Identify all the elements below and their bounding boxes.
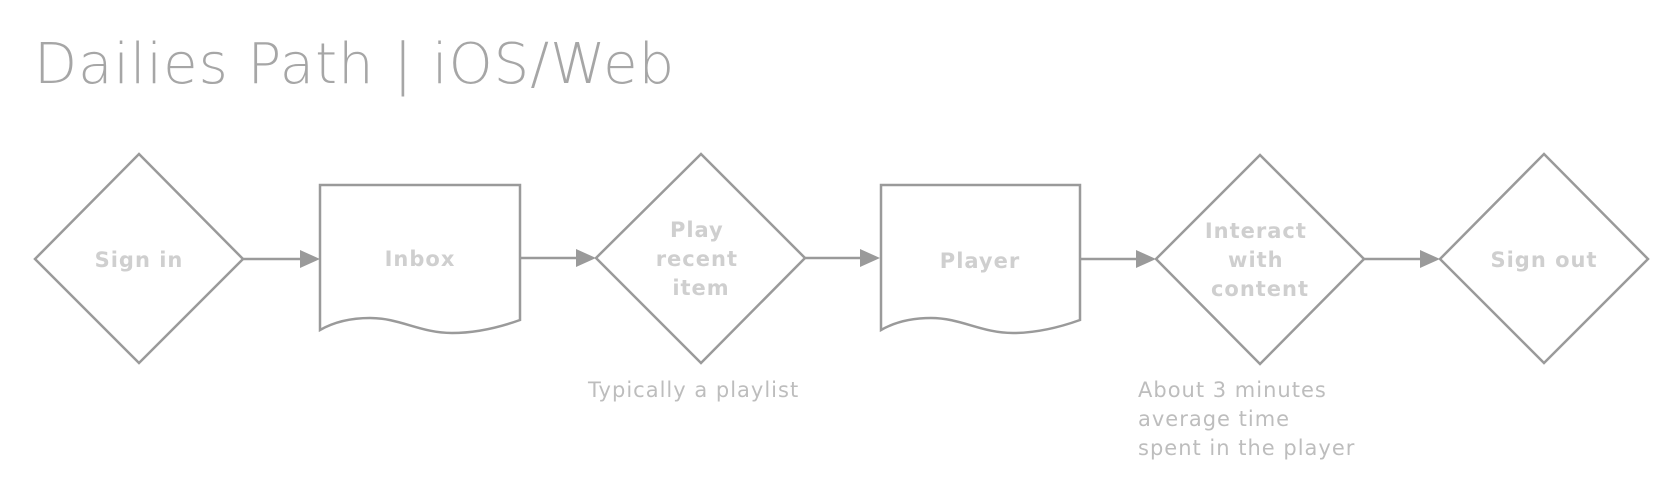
decision-diamond — [1154, 153, 1366, 366]
node-sign-in: Sign in — [33, 152, 245, 365]
connector-interact-to-sign-out — [1364, 250, 1440, 268]
node-label: item — [672, 276, 729, 300]
page-title: Dailies Path | iOS/Web — [34, 32, 676, 97]
note-line: About 3 minutes — [1138, 378, 1327, 402]
document-shape — [879, 183, 1082, 335]
svg-text:Interact with cont: Interact with content — [1205, 219, 1315, 301]
node-label: recent — [656, 247, 738, 271]
node-player: Player — [879, 183, 1082, 335]
node-label: content — [1211, 277, 1309, 301]
node-interact-with-content: Interact with content — [1154, 153, 1366, 366]
node-label: Sign in — [95, 248, 184, 272]
connector-player-to-interact — [1080, 250, 1156, 268]
note-average-time: About 3 minutes average time spent in th… — [1138, 376, 1355, 463]
node-label: Play — [670, 218, 724, 242]
note-line: average time — [1138, 407, 1291, 431]
document-shape — [318, 183, 522, 335]
connector-sign-in-to-inbox — [243, 250, 320, 268]
decision-diamond — [1438, 152, 1650, 365]
svg-text:Inbox: Inbox — [385, 247, 456, 271]
svg-text:Player: Player — [940, 249, 1020, 273]
node-label: Interact — [1205, 219, 1307, 243]
connector-play-to-player — [805, 249, 880, 267]
decision-diamond — [33, 152, 245, 365]
svg-text:Play recent item: Play recent item — [656, 218, 747, 300]
decision-diamond — [594, 152, 807, 365]
node-play-recent-item: Play recent item — [594, 152, 807, 365]
note-typically-a-playlist: Typically a playlist — [588, 378, 800, 402]
svg-text:Sign in: Sign in — [95, 248, 184, 272]
node-label: Sign out — [1490, 248, 1597, 272]
node-label: Player — [940, 249, 1020, 273]
node-label: Inbox — [385, 247, 456, 271]
note-line: spent in the player — [1138, 436, 1356, 460]
node-label: with — [1228, 248, 1284, 272]
connector-inbox-to-play — [520, 249, 596, 267]
node-inbox: Inbox — [318, 183, 522, 335]
svg-text:Sign out: Sign out — [1490, 248, 1597, 272]
node-sign-out: Sign out — [1438, 152, 1650, 365]
